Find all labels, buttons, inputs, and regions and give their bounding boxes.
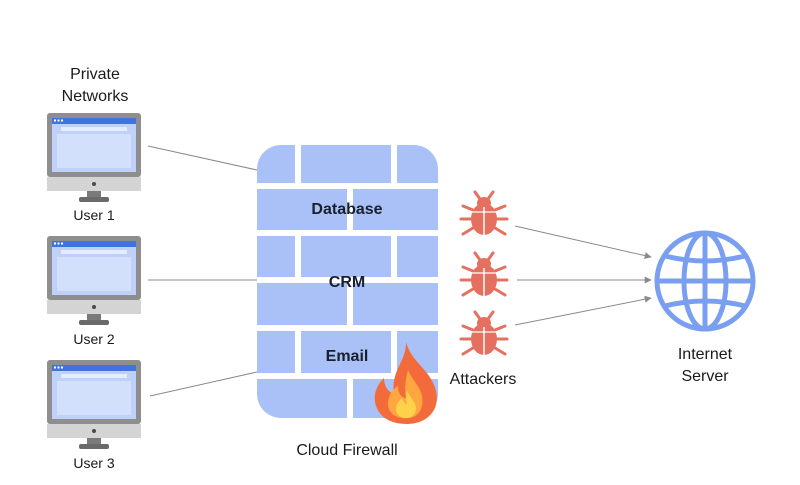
fire-icon — [374, 342, 437, 424]
internet-label-line-2: Server — [681, 368, 729, 385]
attackers-label: Attackers — [449, 371, 517, 388]
bug-icon — [459, 251, 509, 297]
desktop-monitor-icon — [47, 360, 141, 449]
user-label: User 2 — [73, 331, 115, 347]
firewall-wall — [257, 145, 438, 418]
zone-label-crm: CRM — [328, 274, 366, 291]
desktop-monitor-icon — [47, 236, 141, 325]
user-label: User 1 — [73, 207, 115, 223]
internet-label-line-1: Internet — [677, 346, 733, 363]
internet-server-label: Internet Server — [655, 344, 755, 388]
firewall-caption: Cloud Firewall — [296, 442, 398, 459]
connector-user3-firewall — [149, 371, 258, 397]
private-networks-heading: Private Networks — [40, 64, 150, 108]
bug-icon — [459, 310, 509, 356]
globe-icon — [654, 230, 756, 332]
arrow-attacker1-internet — [514, 225, 652, 260]
arrow-attacker3-internet — [514, 295, 652, 326]
bug-icon — [459, 190, 509, 236]
heading-line-1: Private — [70, 66, 120, 83]
zone-label-email: Email — [325, 348, 369, 365]
heading-line-2: Networks — [61, 88, 129, 105]
user-label: User 3 — [73, 455, 115, 471]
zone-label-database: Database — [311, 201, 383, 218]
connector-user1-firewall — [147, 145, 258, 171]
desktop-monitor-icon — [47, 113, 141, 202]
